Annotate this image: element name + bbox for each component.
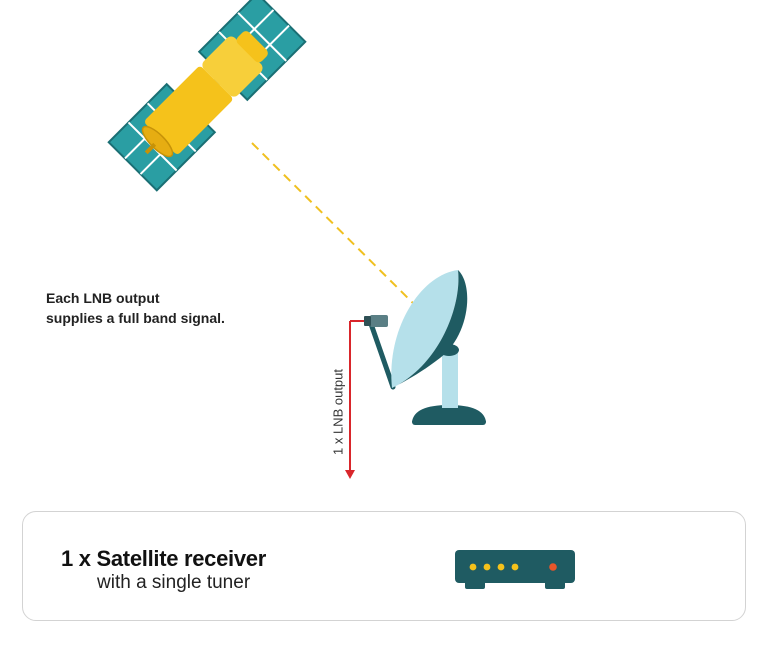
satellite-icon <box>107 0 307 192</box>
lnb-output-cable <box>345 320 364 479</box>
satellite-body <box>141 31 268 158</box>
note-line-1: Each LNB output <box>46 290 160 306</box>
signal-beam <box>251 142 433 323</box>
cable-label-text: 1 x LNB output <box>330 369 346 455</box>
receiver-led-3 <box>497 563 505 571</box>
receiver-subtitle: with a single tuner <box>97 572 251 593</box>
receiver-led-2 <box>483 563 491 571</box>
satellite-dish-icon <box>364 270 486 425</box>
receiver-box-icon <box>455 550 575 589</box>
lnb-output-note: Each LNB output supplies a full band sig… <box>46 288 225 328</box>
receiver-card: 1 x Satellite receiver with a single tun… <box>22 511 746 621</box>
receiver-title: 1 x Satellite receiver <box>61 546 266 571</box>
receiver-led-4 <box>511 563 519 571</box>
receiver-led-1 <box>469 563 477 571</box>
note-line-2: supplies a full band signal. <box>46 310 225 326</box>
lnb-icon <box>364 315 388 327</box>
receiver-power-led <box>549 563 557 571</box>
